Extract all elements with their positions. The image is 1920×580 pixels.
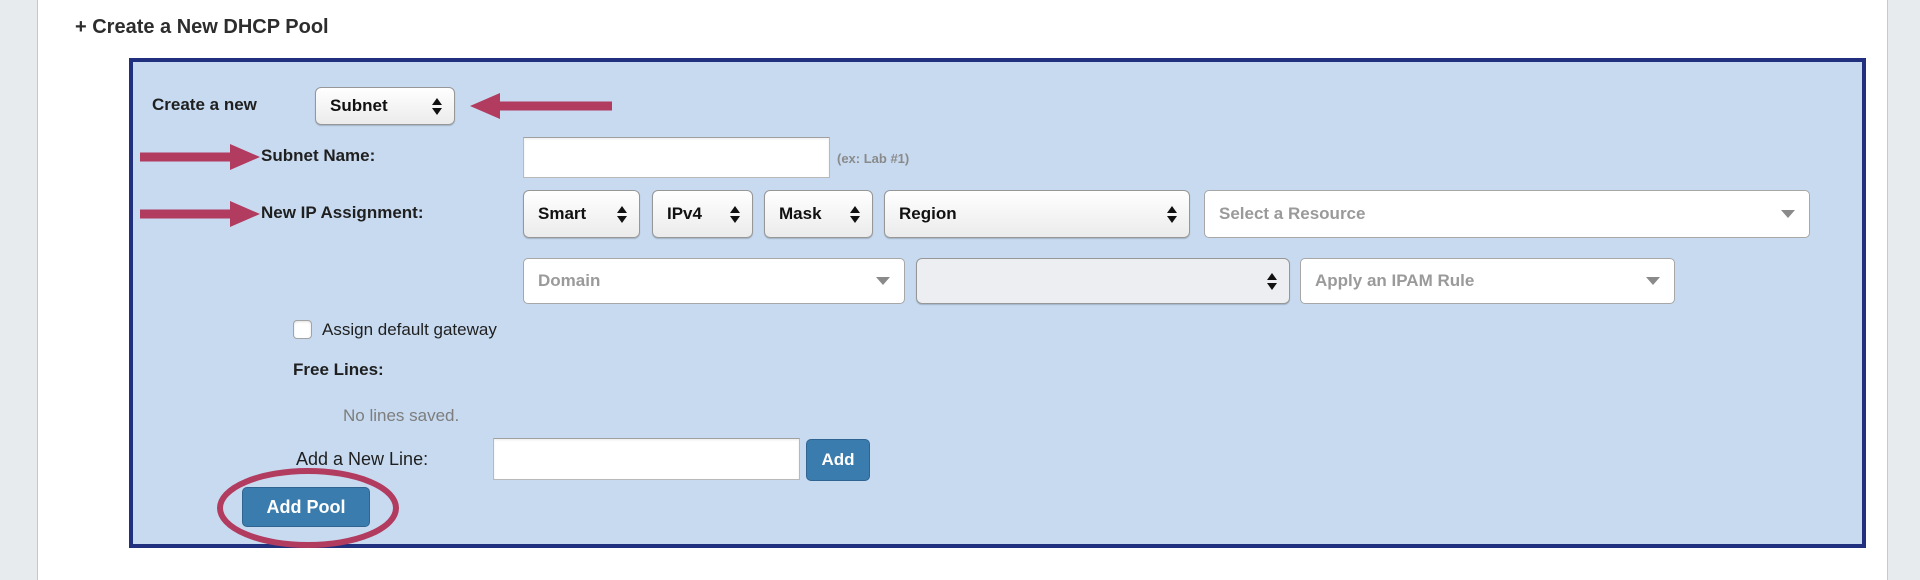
create-a-new-label: Create a new [152, 95, 257, 114]
add-new-line-label: Add a New Line: [296, 449, 429, 469]
free-lines-label: Free Lines: [293, 360, 384, 379]
subnet-name-hint: (ex: Lab #1) [837, 151, 910, 166]
dropdown-caret-icon [1646, 277, 1660, 285]
page-title: + Create a New DHCP Pool [75, 16, 329, 38]
left-gutter [0, 0, 38, 580]
pool-type-select-value: Subnet [330, 96, 388, 115]
assign-default-gateway-checkbox[interactable] [293, 320, 312, 339]
ip-version-select[interactable]: IPv4 [652, 190, 753, 238]
add-line-button[interactable]: Add [806, 439, 870, 481]
updown-arrows-icon [850, 205, 860, 223]
ip-version-select-value: IPv4 [667, 204, 702, 223]
annotation-arrow-right-icon [140, 144, 260, 170]
ipam-rule-select[interactable]: Apply an IPAM Rule [1300, 258, 1675, 304]
dropdown-caret-icon [876, 277, 890, 285]
updown-arrows-icon [432, 97, 442, 115]
smart-select[interactable]: Smart [523, 190, 640, 238]
updown-arrows-icon [730, 205, 740, 223]
pool-type-select[interactable]: Subnet [315, 87, 455, 125]
annotation-arrow-left-icon [470, 93, 612, 119]
updown-arrows-icon [1167, 205, 1177, 223]
resource-select[interactable]: Select a Resource [1204, 190, 1810, 238]
region-select[interactable]: Region [884, 190, 1190, 238]
dropdown-caret-icon [1781, 210, 1795, 218]
unset-select[interactable] [916, 258, 1290, 304]
mask-select[interactable]: Mask [764, 190, 873, 238]
domain-select-placeholder: Domain [538, 271, 601, 290]
domain-select[interactable]: Domain [523, 258, 905, 304]
add-pool-button[interactable]: Add Pool [242, 487, 370, 527]
smart-select-value: Smart [538, 204, 587, 223]
updown-arrows-icon [617, 205, 627, 223]
resource-select-placeholder: Select a Resource [1219, 204, 1366, 223]
add-new-line-input[interactable] [493, 438, 800, 480]
subnet-name-label: Subnet Name: [261, 146, 376, 165]
right-gutter [1887, 0, 1920, 580]
free-lines-status: No lines saved. [343, 406, 460, 425]
mask-select-value: Mask [779, 204, 822, 223]
updown-arrows-icon [1267, 272, 1277, 290]
subnet-name-input[interactable] [523, 137, 830, 178]
dhcp-pool-form-panel: Create a new Subnet Subnet Name: (ex: La… [129, 58, 1866, 548]
region-select-value: Region [899, 204, 957, 223]
annotation-arrow-right-icon [140, 201, 260, 227]
new-ip-assignment-label: New IP Assignment: [261, 203, 424, 222]
assign-default-gateway-label: Assign default gateway [322, 320, 497, 339]
ipam-rule-select-placeholder: Apply an IPAM Rule [1315, 271, 1475, 290]
